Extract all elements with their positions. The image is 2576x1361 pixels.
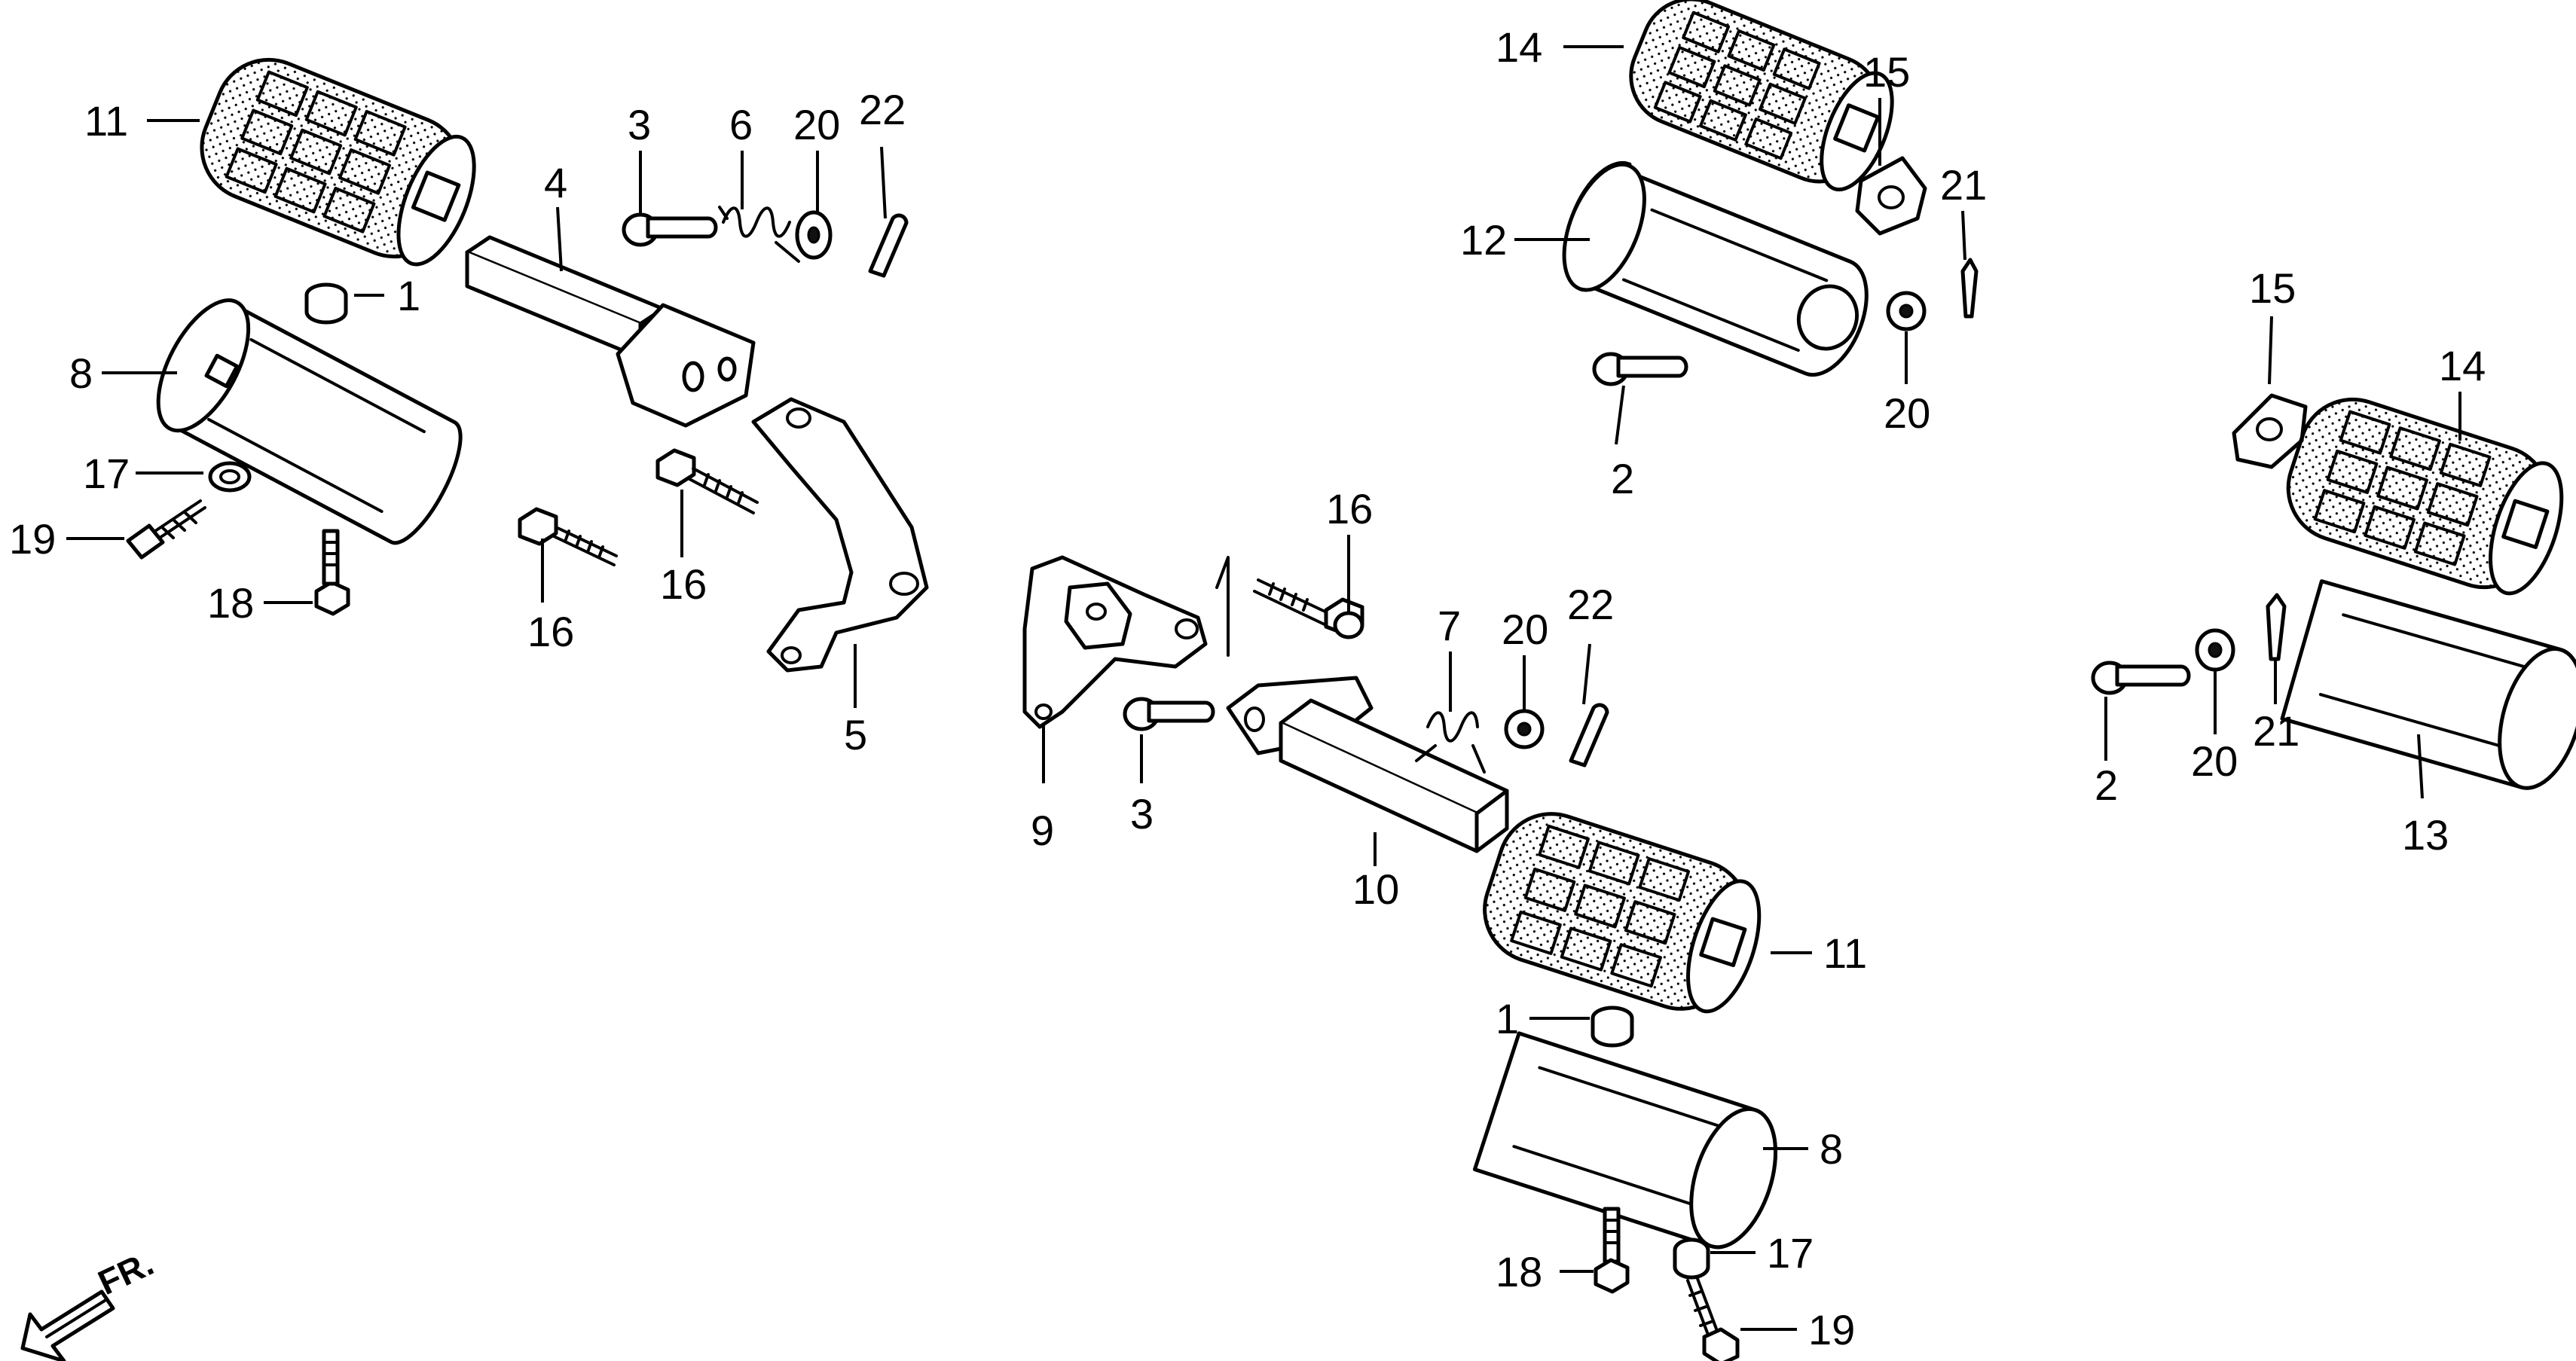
callout-4: 4	[544, 159, 567, 206]
callout-16-left-a: 16	[527, 608, 574, 655]
callout-10: 10	[1352, 865, 1399, 913]
callout-20-upper-right: 20	[1884, 389, 1930, 437]
callout-22-center: 22	[1567, 581, 1614, 628]
callout-14-upper: 14	[1496, 23, 1542, 71]
spring-6	[718, 206, 800, 263]
bracket-9	[1022, 555, 1230, 729]
bracket-5	[751, 397, 929, 673]
callout-3-upper: 3	[628, 101, 651, 148]
callout-2-lower: 2	[2095, 761, 2118, 809]
callout-12: 12	[1460, 216, 1507, 264]
footpeg-holder-13	[2280, 579, 2576, 790]
bolt-19-left	[126, 499, 206, 560]
cotter-pin-21-upper	[1960, 258, 1979, 319]
footpeg-holder-8-right	[1472, 1031, 1778, 1250]
washer-20-center	[1504, 709, 1545, 749]
leader-lines	[66, 45, 2461, 1331]
footpeg-rubber-11-left	[200, 57, 476, 267]
callout-22-upper: 22	[859, 86, 906, 133]
callout-13: 13	[2402, 811, 2449, 859]
callout-5: 5	[844, 711, 867, 758]
cotter-pin-21-lower	[2266, 593, 2287, 661]
callout-19-left: 19	[9, 515, 56, 563]
callout-15-upper: 15	[1863, 48, 1910, 96]
footpeg-rubber-14-upper	[1629, 0, 1894, 192]
step-bar-4	[465, 235, 756, 428]
callout-3-lower: 3	[1130, 790, 1154, 838]
callout-1-right: 1	[1496, 995, 1519, 1042]
callout-17-right: 17	[1767, 1229, 1814, 1277]
collar-17-left	[208, 461, 252, 493]
footpeg-holder-12	[1562, 160, 1869, 377]
callout-11-left: 11	[84, 97, 128, 145]
callout-14-lower: 14	[2439, 342, 2486, 389]
pin-3-lower	[1123, 697, 1215, 731]
callout-8-left: 8	[69, 349, 93, 397]
bolt-19-right	[1686, 1275, 1740, 1361]
front-direction-arrow: FR.	[20, 1244, 159, 1361]
callout-16-center: 16	[1326, 485, 1373, 532]
callout-8-right: 8	[1820, 1125, 1843, 1173]
bolt-16-center	[1253, 578, 1364, 639]
callout-18-left: 18	[207, 579, 254, 627]
cotter-pin-22-upper	[868, 213, 909, 278]
callout-6: 6	[729, 101, 753, 148]
spring-7	[1415, 711, 1486, 774]
washer-20-upper	[795, 210, 833, 260]
pin-2-lower	[2091, 661, 2191, 695]
callout-15-lower: 15	[2249, 264, 2296, 312]
bolt-16-left-b	[655, 448, 759, 514]
callout-20-lower-right: 20	[2191, 737, 2238, 785]
callout-2-upper: 2	[1611, 455, 1634, 502]
pin-2-upper	[1592, 352, 1688, 386]
footpeg-holder-8-left	[156, 298, 463, 545]
callout-19-right: 19	[1808, 1306, 1855, 1353]
callout-16-left-b: 16	[660, 560, 707, 608]
callout-7: 7	[1438, 602, 1461, 649]
callout-labels: 11 1 8 17 19 18 3 6 20 22 4 16 16 5 14 1…	[9, 23, 2486, 1353]
callout-21-upper: 21	[1940, 161, 1987, 209]
collar-17-right	[1673, 1237, 1710, 1280]
bolt-16-left-a	[518, 507, 618, 566]
footpeg-rubber-11-right	[1483, 812, 1762, 1014]
callout-17-left: 17	[83, 450, 130, 497]
washer-20-lower-right	[2195, 628, 2235, 672]
callout-1-left: 1	[397, 272, 420, 319]
bolt-18-right	[1594, 1207, 1630, 1294]
cotter-pin-22-center	[1569, 703, 1609, 767]
callout-20-center: 20	[1502, 606, 1548, 653]
collar-1-right	[1591, 1005, 1634, 1048]
callout-9: 9	[1031, 807, 1054, 854]
callout-11-right: 11	[1823, 929, 1867, 977]
plate-15-upper	[1855, 156, 1927, 236]
callout-20-upper: 20	[793, 101, 840, 148]
step-bar-10	[1226, 676, 1509, 853]
footpeg-rubber-14-lower	[2286, 397, 2564, 596]
collar-1-left	[304, 282, 348, 325]
callout-18-right: 18	[1496, 1248, 1542, 1295]
pin-3-upper	[622, 212, 718, 247]
callout-21-lower: 21	[2253, 707, 2299, 755]
bolt-18-left	[314, 529, 350, 616]
washer-20-upper-right	[1886, 291, 1927, 331]
